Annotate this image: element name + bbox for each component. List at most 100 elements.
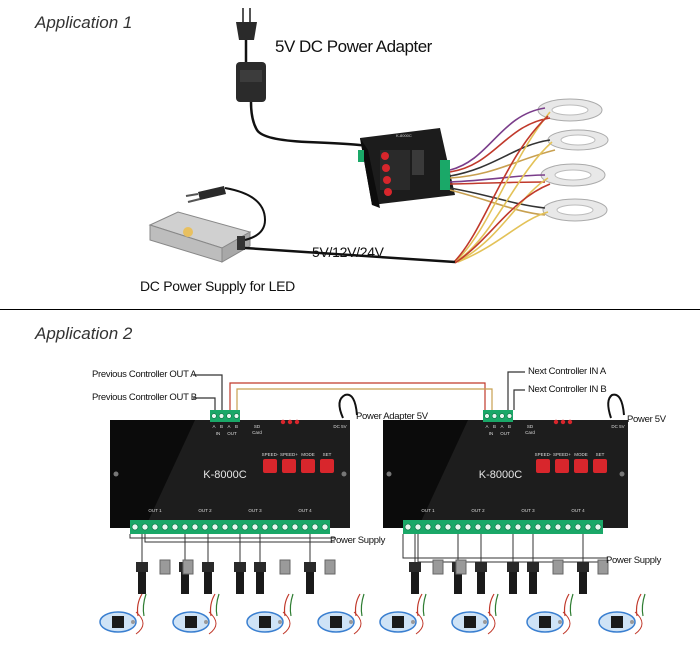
power-adapter-label: Power Adapter 5V <box>356 411 428 422</box>
output-screw <box>281 523 289 531</box>
power-bus <box>129 534 335 539</box>
prev-out-b-label: Previous Controller OUT B <box>92 392 197 403</box>
led-wire <box>136 593 143 617</box>
led-hole <box>278 620 282 624</box>
small-connector-icon <box>324 559 336 575</box>
control-button-icon <box>282 459 296 473</box>
led-chip-icon <box>464 616 476 628</box>
led-chip-icon <box>112 616 124 628</box>
plug-icon <box>304 562 316 572</box>
led-wire <box>562 611 571 635</box>
output-screw <box>584 523 592 531</box>
controller-shade <box>383 420 468 528</box>
led-wire <box>634 611 643 635</box>
control-button-icon <box>574 459 588 473</box>
input-terminal-block <box>210 410 240 422</box>
button-label: SET <box>596 452 605 457</box>
output-screw <box>271 523 279 531</box>
terminal-screw <box>499 413 505 419</box>
power-5v-label: Power 5V <box>627 414 666 425</box>
led-hole <box>411 620 415 624</box>
small-connector-icon <box>432 559 444 575</box>
control-button-icon <box>263 459 277 473</box>
led-hole <box>483 620 487 624</box>
output-screw <box>231 523 239 531</box>
card-label: Card <box>252 430 262 435</box>
button-label: MODE <box>574 452 588 457</box>
out-group-label: OUT 4 <box>571 508 585 513</box>
button-label: SET <box>323 452 332 457</box>
output-screw <box>251 523 259 531</box>
led-wire <box>209 593 216 617</box>
adapter-plug-icon <box>236 8 257 62</box>
led-chip-icon <box>611 616 623 628</box>
next-in-b-label: Next Controller IN B <box>528 384 607 395</box>
control-button-icon <box>320 459 334 473</box>
mount-hole <box>341 471 347 477</box>
led-hole <box>349 620 353 624</box>
card-label: Card <box>525 430 535 435</box>
plug-icon <box>527 562 539 572</box>
output-screw <box>564 523 572 531</box>
output-screw <box>141 523 149 531</box>
out-label: OUT <box>227 431 237 436</box>
output-screw <box>241 523 249 531</box>
controller-model-label: K-8000C <box>203 469 246 481</box>
terminal-letter: B <box>235 424 238 429</box>
terminal-screw <box>484 413 490 419</box>
output-screw <box>514 523 522 531</box>
plug-icon <box>236 572 244 594</box>
out-group-label: OUT 4 <box>298 508 312 513</box>
status-led <box>287 419 293 425</box>
led-chip-icon <box>330 616 342 628</box>
led-chip-icon <box>185 616 197 628</box>
output-terminal-strip <box>403 520 603 534</box>
plug-icon <box>477 572 485 594</box>
output-screw <box>574 523 582 531</box>
led-wire <box>283 593 290 617</box>
out-group-label: OUT 3 <box>248 508 262 513</box>
button-label: SPEED+ <box>280 452 298 457</box>
output-terminal-strip <box>130 520 330 534</box>
plug-icon <box>507 562 519 572</box>
output-screw <box>191 523 199 531</box>
led-hole <box>630 620 634 624</box>
dc-label: DC 5V <box>333 424 346 429</box>
led-wire <box>360 593 365 617</box>
terminal-screw <box>211 413 217 419</box>
led-hole <box>204 620 208 624</box>
led-wire <box>422 593 427 617</box>
output-screw <box>424 523 432 531</box>
led-wire <box>563 593 570 617</box>
small-connector-icon <box>182 559 194 575</box>
plug-icon <box>306 572 314 594</box>
controller-to-led-wires <box>449 107 556 264</box>
terminal-letter: A <box>227 424 230 429</box>
status-led <box>560 419 566 425</box>
led-hole <box>131 620 135 624</box>
psu-label: DC Power Supply for LED <box>140 278 295 294</box>
status-led <box>294 419 300 425</box>
app1-diagram <box>148 8 609 264</box>
out-group-label: OUT 2 <box>471 508 485 513</box>
power-adapter-icon <box>236 62 368 148</box>
led-chip-icon <box>392 616 404 628</box>
application-1-heading: Application 1 <box>35 13 133 32</box>
led-wire <box>208 611 217 635</box>
button-label: SPEED- <box>535 452 552 457</box>
output-screw <box>131 523 139 531</box>
small-connector-icon <box>597 559 609 575</box>
control-button-icon <box>536 459 550 473</box>
plug-icon <box>454 572 462 594</box>
output-screw <box>554 523 562 531</box>
output-screw <box>161 523 169 531</box>
prev-out-a-label: Previous Controller OUT A <box>92 369 197 380</box>
in-label: IN <box>216 431 221 436</box>
output-screw <box>211 523 219 531</box>
button-label: SPEED- <box>262 452 279 457</box>
power-supply-right-label: Power Supply <box>606 555 662 566</box>
output-screw <box>534 523 542 531</box>
control-button-icon <box>593 459 607 473</box>
controller-brand-label: K-8000C <box>396 133 412 138</box>
